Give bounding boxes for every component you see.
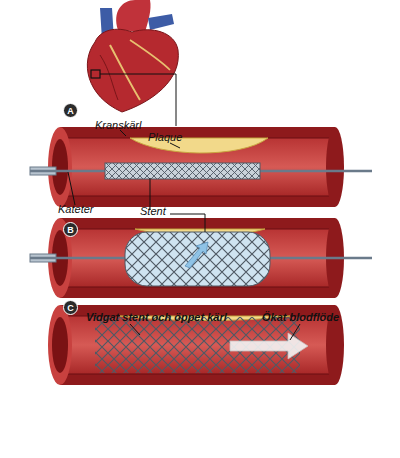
vessel-panel-b xyxy=(30,218,372,298)
leader-lines xyxy=(68,130,300,340)
result-label: Vidgat stent och öppet kärl xyxy=(86,311,227,323)
vessel-panel-a xyxy=(30,127,372,207)
flow-label: Ökat blodflöde xyxy=(262,311,339,323)
plaque-label: Plaque xyxy=(148,131,182,143)
vessel-label: Kranskärl xyxy=(95,119,141,131)
panel-badge: C xyxy=(63,300,78,315)
panel-letter: A xyxy=(67,106,74,116)
panel-badge: A xyxy=(63,103,78,118)
panel-letter: B xyxy=(67,225,74,235)
catheter-label: Kateter xyxy=(58,203,93,215)
panel-letter: C xyxy=(67,303,74,313)
panel-badge: B xyxy=(63,222,78,237)
stent-label: Stent xyxy=(140,205,166,217)
heart-illustration xyxy=(87,0,178,126)
vessel-panel-c xyxy=(48,305,344,385)
